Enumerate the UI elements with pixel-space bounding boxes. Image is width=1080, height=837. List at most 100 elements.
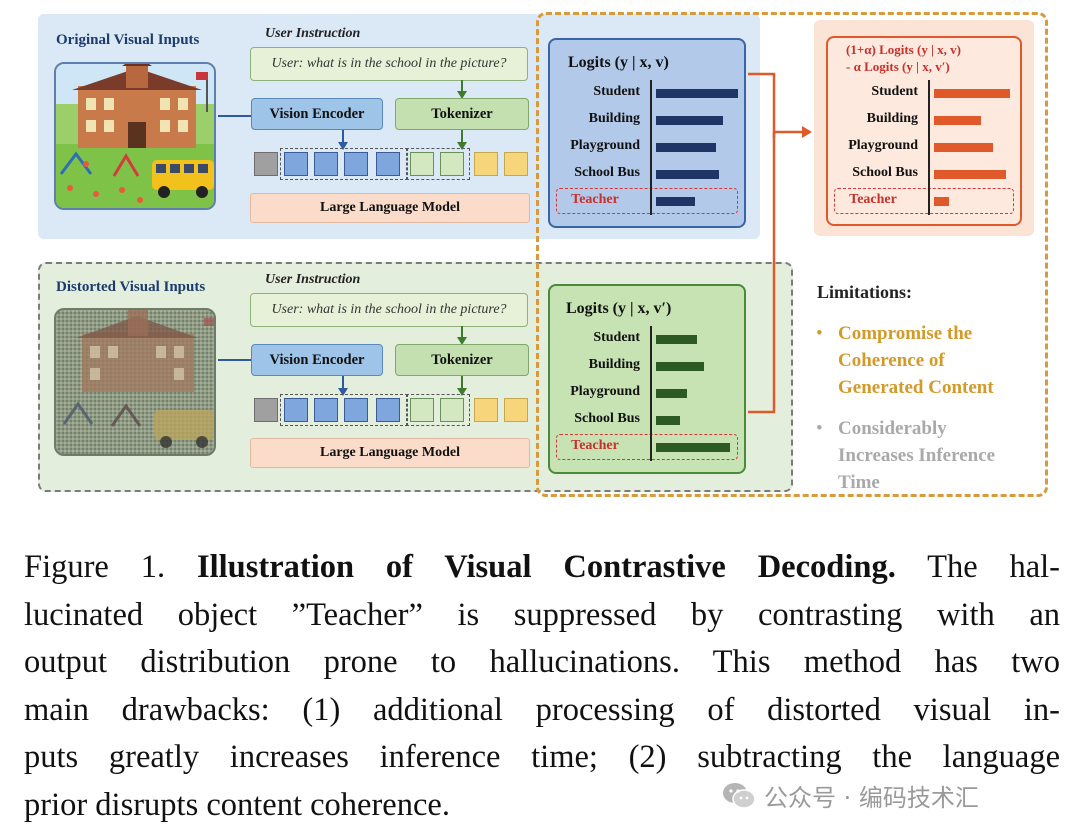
logit-bar	[656, 143, 716, 152]
text-token-group	[406, 148, 470, 180]
visual-token	[284, 152, 308, 176]
logit-bar	[656, 170, 719, 179]
large-language-model: Large Language Model	[250, 438, 530, 468]
logit-row-label: Student	[593, 84, 640, 99]
visual-token	[344, 398, 368, 422]
limitation-text-line: Considerably	[838, 418, 947, 439]
logit-row-label: Building	[588, 111, 640, 126]
logit-bar	[656, 116, 723, 125]
output-token	[474, 398, 498, 422]
bullet-icon: •	[816, 323, 823, 344]
watermark: 公众号 · 编码技术汇	[722, 778, 979, 813]
arrow-tokenizer-to-tokens	[457, 376, 467, 396]
logit-bar	[934, 89, 1010, 98]
tokenizer: Tokenizer	[395, 98, 529, 130]
logits-distorted-title: Logits (y | x, v′)	[566, 300, 672, 317]
wechat-icon	[723, 782, 756, 809]
figure-caption: Figure 1. Illustration of Visual Contras…	[24, 544, 1060, 829]
instruction-title: User Instruction	[265, 272, 361, 287]
watermark-text: 公众号 · 编码技术汇	[764, 784, 979, 812]
visual-token-group	[280, 394, 408, 426]
logit-row-label: School Bus	[574, 411, 640, 426]
logit-bar	[934, 170, 1006, 179]
large-language-model: Large Language Model	[250, 193, 530, 223]
visual-token	[376, 398, 400, 422]
visual-token	[344, 152, 368, 176]
visual-token	[314, 398, 338, 422]
logit-row-label: School Bus	[852, 165, 918, 180]
limitation-text-line: Generated Content	[838, 377, 994, 398]
logit-row-label: Building	[866, 111, 918, 126]
logit-bar	[934, 116, 981, 125]
output-token	[474, 152, 498, 176]
text-token	[440, 398, 464, 422]
vision-encoder: Vision Encoder	[251, 344, 383, 376]
logits-contrast-box	[826, 36, 1022, 226]
caption-line-3: output distribution prone to hallucinati…	[24, 644, 1060, 680]
logit-bar	[934, 197, 949, 206]
limitation-text-line: Compromise the	[838, 323, 973, 344]
logit-row-label: Playground	[570, 384, 640, 399]
arrow-encoder-to-tokens	[338, 130, 348, 150]
tokenizer: Tokenizer	[395, 344, 529, 376]
text-token	[410, 398, 434, 422]
original-inputs-label: Original Visual Inputs	[56, 32, 200, 48]
caption-line-1: Figure 1. Illustration of Visual Contras…	[24, 544, 1060, 592]
visual-token	[314, 152, 338, 176]
logit-row-label: Student	[871, 84, 918, 99]
logit-row-label: School Bus	[574, 165, 640, 180]
arrow-instruction-to-tokenizer	[457, 80, 467, 99]
output-token	[504, 398, 528, 422]
distorted-school-image	[54, 308, 216, 456]
caption-line-6: prior disrupts content coherence.	[24, 786, 450, 823]
logit-row-label: Student	[593, 330, 640, 345]
logits-distorted-box	[548, 284, 746, 474]
instruction-title: User Instruction	[265, 26, 361, 41]
logit-bar	[656, 389, 687, 398]
caption-prefix: Figure 1.	[24, 549, 197, 585]
logit-bar	[934, 143, 993, 152]
logit-axis	[928, 80, 930, 215]
limitation-text-line: Time	[838, 472, 880, 493]
logit-bar	[656, 362, 704, 371]
logits-original-box	[548, 38, 746, 228]
logit-axis	[650, 326, 652, 461]
limitation-text-line: Increases Inference	[838, 445, 996, 466]
logit-bar	[656, 443, 730, 452]
logit-row-label: Building	[588, 357, 640, 372]
instruction-box: User: what is in the school in the pictu…	[250, 47, 528, 81]
instruction-box: User: what is in the school in the pictu…	[250, 293, 528, 327]
token-gray	[254, 152, 278, 176]
logits-contrast-title-2: - α Logits (y | x, v′)	[846, 59, 950, 74]
logits-original-title: Logits (y | x, v)	[568, 54, 669, 71]
original-school-image	[54, 62, 216, 210]
logit-row-label: Playground	[570, 138, 640, 153]
limitations-title: Limitations:	[817, 282, 913, 302]
logit-axis	[650, 80, 652, 215]
visual-token-group	[280, 148, 408, 180]
token-gray	[254, 398, 278, 422]
caption-line-5: puts greatly increases inference time; (…	[24, 739, 1060, 775]
arrow-encoder-to-tokens	[338, 376, 348, 396]
logit-row-label: Teacher	[571, 192, 619, 207]
caption-bold-title: Illustration of Visual Contrastive Decod…	[196, 549, 896, 585]
hallucinated-item-highlight	[556, 188, 738, 214]
logit-row-label: Teacher	[849, 192, 897, 207]
contrast-connector	[748, 72, 812, 414]
logit-bar	[656, 416, 680, 425]
vision-encoder: Vision Encoder	[251, 98, 383, 130]
logit-row-label: Teacher	[571, 438, 619, 453]
limitation-text-line: Coherence of	[838, 350, 945, 371]
visual-token	[284, 398, 308, 422]
arrow-tokenizer-to-tokens	[457, 130, 467, 150]
logit-bar	[656, 197, 695, 206]
visual-token	[376, 152, 400, 176]
hallucinated-item-highlight	[834, 188, 1014, 214]
arrow-instruction-to-tokenizer	[457, 326, 467, 345]
